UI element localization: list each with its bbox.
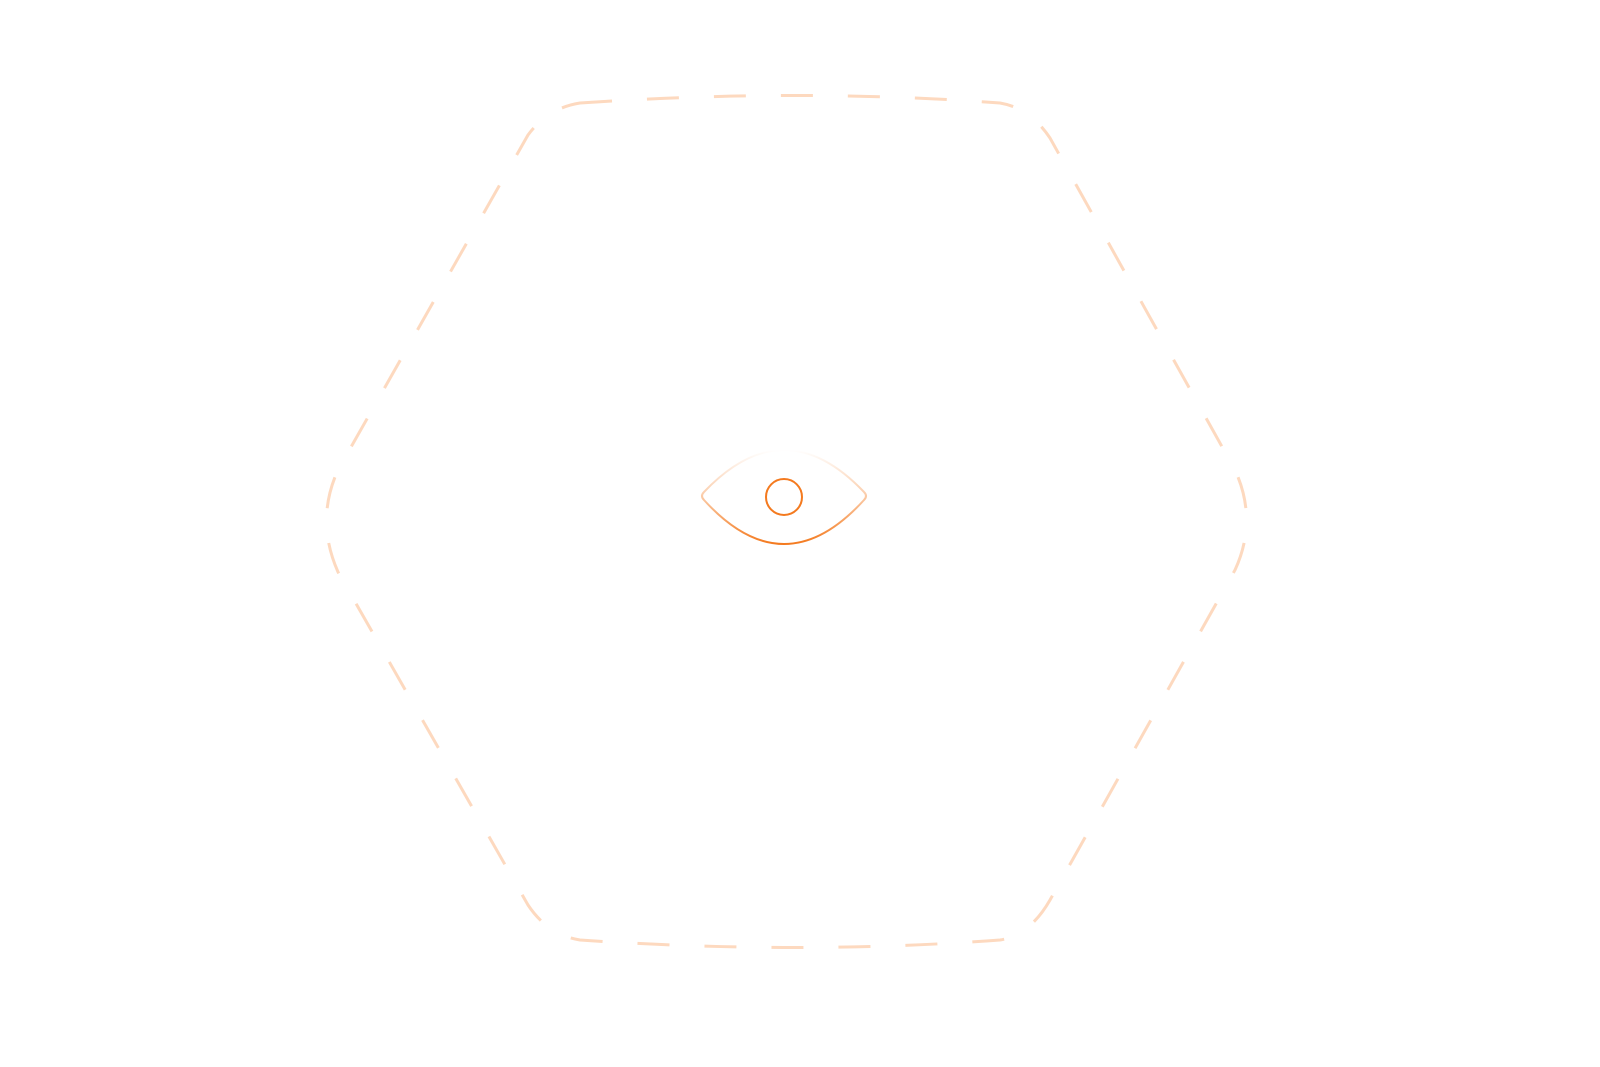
dashed-hexagon-frame xyxy=(325,94,1248,949)
eye-icon xyxy=(701,448,867,546)
eye-outline xyxy=(701,448,867,546)
eye-pupil xyxy=(765,478,803,516)
